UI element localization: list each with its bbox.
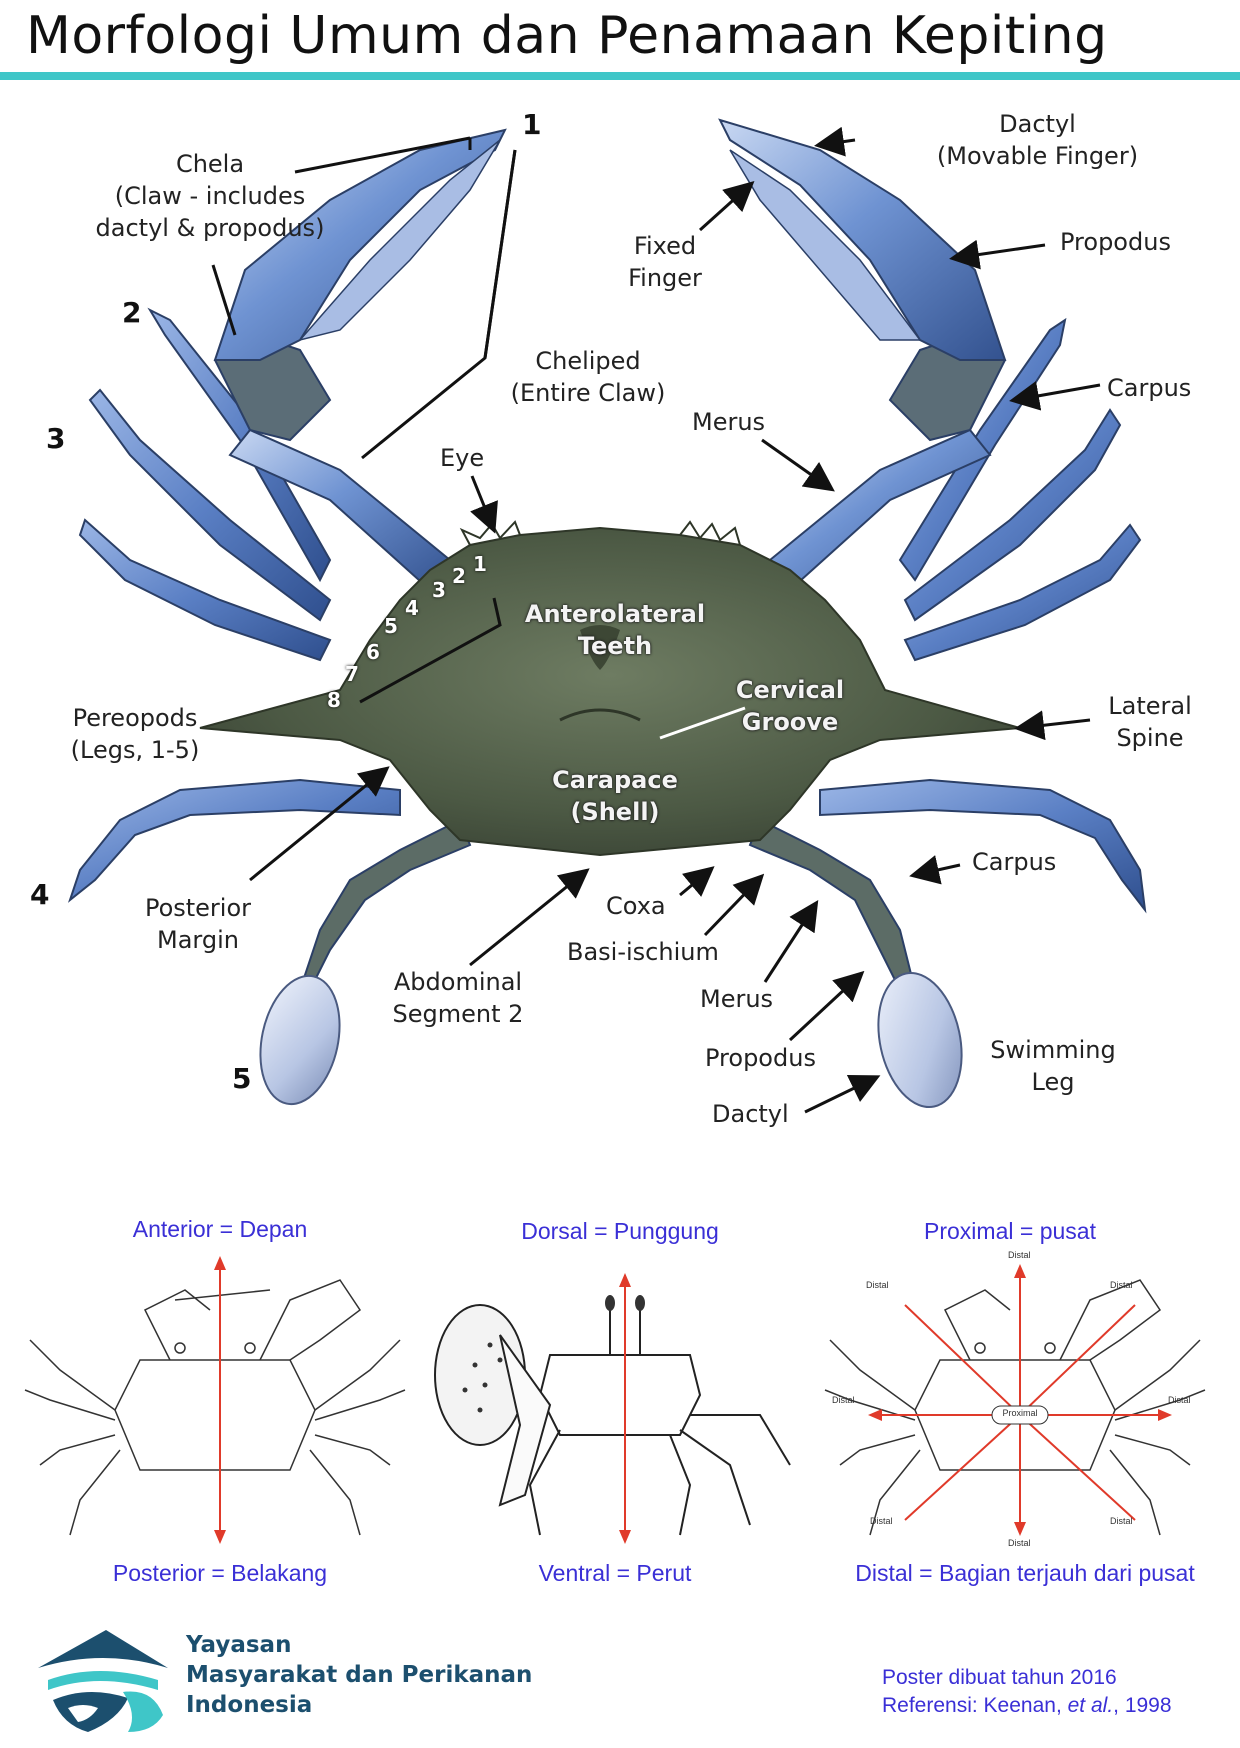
label-merus-claw: Merus [692,408,766,436]
label-pereopods-text: Pereopods (Legs, 1-5) [70,704,200,764]
label-dactyl-movable-text: Dactyl (Movable Finger) [936,110,1139,170]
panel1-top-label: Anterior = Depan [132,1216,308,1242]
label-abdominal-segment: Abdominal Segment 2 [378,966,538,1030]
tooth-number-8: 8 [327,688,341,712]
leg-number-5: 5 [232,1062,252,1095]
label-lateral-spine: Lateral Spine [1080,690,1220,754]
label-chela-text: Chela (Claw - includes dactyl & propodus… [95,150,325,242]
label-chela: Chela (Claw - includes dactyl & propodus… [95,148,325,244]
distal-label-left: Distal [832,1395,855,1405]
footer-line-2: Referensi: Keenan, et al., 1998 [882,1692,1172,1720]
distal-label-right: Distal [1168,1395,1191,1405]
label-anterolateral-teeth-text: Anterolateral Teeth [524,600,706,660]
label-pereopods: Pereopods (Legs, 1-5) [45,702,225,766]
label-posterior-margin-text: Posterior Margin [144,894,252,954]
footer-credits: Poster dibuat tahun 2016 Referensi: Keen… [882,1664,1172,1720]
panel1-crab-outline [24,1256,406,1544]
footer-reference-italic: et al. [1067,1694,1114,1717]
label-anterolateral-teeth: Anterolateral Teeth [510,598,720,662]
tooth-number-6: 6 [366,640,380,664]
label-swimming-leg-text: Swimming Leg [990,1036,1116,1096]
label-fixed-finger-text: Fixed Finger [628,232,702,292]
leg-number-1: 1 [522,108,542,141]
label-abdominal-segment-text: Abdominal Segment 2 [392,968,524,1028]
organization-name: Yayasan Masyarakat dan Perikanan Indones… [186,1630,532,1720]
label-cheliped-text: Cheliped (Entire Claw) [510,347,666,407]
organization-line-3: Indonesia [186,1692,313,1718]
label-posterior-margin: Posterior Margin [128,892,268,956]
label-cheliped: Cheliped (Entire Claw) [478,345,698,409]
right-cheliped [718,118,1007,592]
left-cheliped [213,128,507,592]
label-dactyl-leg: Dactyl [712,1100,789,1128]
leader-lines-white [659,706,746,740]
footer-reference-suffix: , 1998 [1113,1694,1172,1717]
tooth-number-3: 3 [432,578,446,602]
tooth-number-4: 4 [405,596,419,620]
footer-reference-prefix: Referensi: Keenan, [882,1694,1068,1717]
label-basi-ischium: Basi-ischium [567,938,719,966]
organization-line-2: Masyarakat dan Perikanan [186,1662,533,1688]
label-coxa: Coxa [606,892,666,920]
panel3-crab-proximal-distal [824,1264,1206,1536]
tooth-number-1: 1 [473,552,487,576]
label-carpus-claw: Carpus [1107,374,1192,402]
organization-line-1: Yayasan [186,1632,292,1658]
label-propodus-leg: Propodus [705,1044,816,1072]
panel3-top-label: Proximal = pusat [924,1218,1096,1244]
leg-number-2: 2 [122,296,142,329]
leg-number-3: 3 [46,422,66,455]
label-fixed-finger: Fixed Finger [610,230,720,294]
label-lateral-spine-text: Lateral Spine [1108,692,1192,752]
panel2-bottom-label: Ventral = Perut [538,1560,692,1586]
label-cervical-groove: Cervical Groove [720,674,860,738]
swimming-legs [259,818,963,1109]
organization-logo [38,1630,168,1732]
label-swimming-leg: Swimming Leg [978,1034,1128,1098]
leg-number-4: 4 [30,878,50,911]
tooth-number-7: 7 [345,662,359,686]
distal-label-bottom-right: Distal [1110,1516,1133,1526]
crab-illustration [67,118,1147,1114]
right-walking-legs [819,317,1147,914]
panel2-top-label: Dorsal = Punggung [521,1218,719,1244]
title-underline [0,72,1240,80]
label-carapace: Carapace (Shell) [530,764,700,828]
label-merus-leg: Merus [700,985,774,1013]
label-dactyl-movable: Dactyl (Movable Finger) [905,108,1170,172]
distal-label-bottom-left: Distal [870,1516,893,1526]
left-walking-legs [67,307,401,903]
distal-label-top-right: Distal [1110,1280,1133,1290]
tooth-number-2: 2 [452,564,466,588]
label-eye: Eye [440,444,485,472]
label-cervical-groove-text: Cervical Groove [735,676,845,736]
label-carapace-text: Carapace (Shell) [552,766,678,826]
label-carpus-leg: Carpus [972,848,1057,876]
panel1-bottom-label: Posterior = Belakang [112,1560,328,1586]
page-title: Morfologi Umum dan Penamaan Kepiting [26,6,1108,66]
distal-label-top: Distal [1008,1250,1031,1260]
label-propodus-claw: Propodus [1060,228,1171,256]
proximal-center-label: Proximal [1002,1408,1038,1418]
tooth-number-5: 5 [384,614,398,638]
footer-line-1: Poster dibuat tahun 2016 [882,1666,1117,1689]
panel2-crab-frontal [434,1273,791,1544]
panel3-bottom-label: Distal = Bagian terjauh dari pusat [855,1560,1195,1586]
distal-label-bottom: Distal [1008,1538,1031,1548]
distal-label-top-left: Distal [866,1280,889,1290]
leader-lines [211,126,1101,1114]
